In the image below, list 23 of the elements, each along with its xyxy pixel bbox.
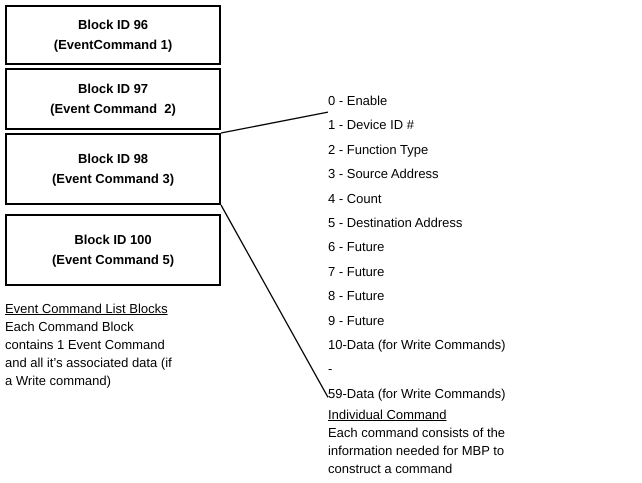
description-text: Each command consists of the information needed for MBP to construct a command (328, 424, 506, 478)
description-text: Each Command Block contains 1 Event Command and all it’s associated data (if a Write command) (5, 318, 173, 390)
field-item: 10-Data (for Write Commands) (328, 336, 506, 354)
connector-line (220, 204, 329, 398)
field-item: - (328, 360, 334, 378)
field-item: 0 - Enable (328, 92, 388, 109)
field-item: 8 - Future (328, 287, 386, 304)
field-item: 2 - Function Type (328, 140, 430, 158)
block-box: Block ID 96 (EventCommand 1) (5, 5, 221, 65)
section-heading: Individual Command (328, 406, 448, 424)
field-item: 59-Data (for Write Commands) (328, 384, 506, 402)
field-item: 6 - Future (328, 238, 386, 256)
block-box: Block ID 98 (Event Command 3) (5, 133, 221, 205)
field-item: 9 - Future (328, 312, 386, 329)
section-heading: Event Command List Blocks (5, 300, 169, 318)
field-item: 1 - Device ID # (328, 116, 415, 134)
field-item: 5 - Destination Address (328, 214, 464, 232)
field-item: 7 - Future (328, 262, 386, 280)
field-item: 3 - Source Address (328, 165, 440, 182)
field-item: 4 - Count (328, 190, 382, 207)
connector-line (220, 112, 328, 134)
block-box: Block ID 100 (Event Command 5) (5, 214, 221, 286)
block-box: Block ID 97 (Event Command 2) (5, 68, 221, 130)
